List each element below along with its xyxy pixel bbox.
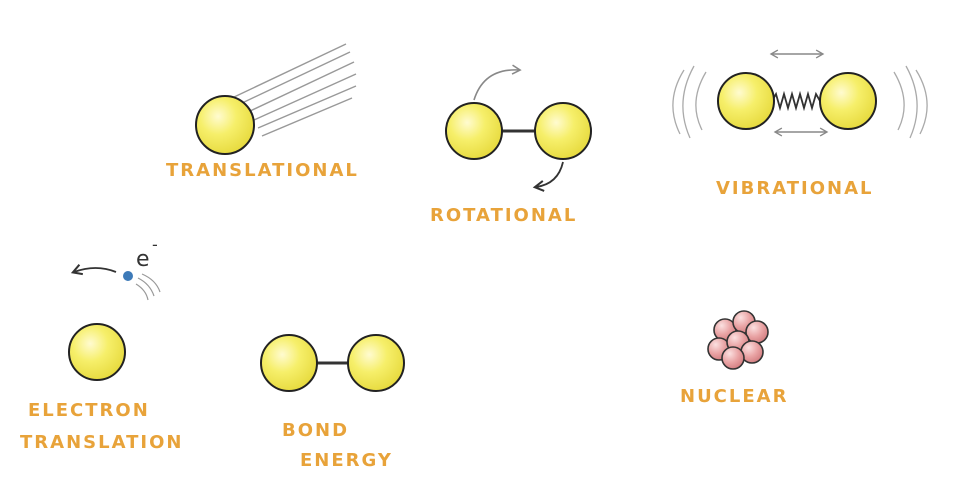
translational-sphere xyxy=(195,95,255,155)
rotational-sphere-left xyxy=(445,102,503,160)
translational-illustration xyxy=(195,43,357,155)
vibrational-illustration xyxy=(672,49,928,139)
rotation-arrow-bottom xyxy=(532,161,564,192)
label-bond-energy-line1: Bond xyxy=(282,420,350,441)
vibration-arcs xyxy=(672,65,928,139)
electron-translation-sphere xyxy=(68,323,126,381)
rotation-arrow-top xyxy=(473,64,522,101)
label-electron-translation-line2: Translation xyxy=(20,432,184,453)
label-vibrational: Vibrational xyxy=(716,178,874,199)
electron-illustration: e - xyxy=(70,235,161,301)
electron-dot xyxy=(123,271,133,281)
nucleus-illustration xyxy=(707,310,769,370)
electron-charge: - xyxy=(152,235,158,254)
electron-symbol: e xyxy=(136,247,150,272)
label-rotational: Rotational xyxy=(430,205,578,226)
label-translational: Translational xyxy=(166,160,359,181)
label-electron-translation-line1: Electron xyxy=(28,400,150,421)
bond-sphere-left xyxy=(260,334,318,392)
vibrational-sphere-right xyxy=(819,72,877,130)
nucleon xyxy=(721,346,745,370)
rotational-illustration xyxy=(445,64,592,192)
bond-energy-illustration xyxy=(260,334,405,392)
spring xyxy=(771,90,821,112)
label-nuclear: Nuclear xyxy=(680,386,789,407)
rotational-sphere-right xyxy=(534,102,592,160)
motion-streaks xyxy=(231,43,357,137)
label-bond-energy-line2: Energy xyxy=(300,450,393,471)
vibrational-sphere-left xyxy=(717,72,775,130)
bond-sphere-right xyxy=(347,334,405,392)
electron-motion-arrow xyxy=(70,264,117,276)
electron-trail xyxy=(135,273,161,301)
